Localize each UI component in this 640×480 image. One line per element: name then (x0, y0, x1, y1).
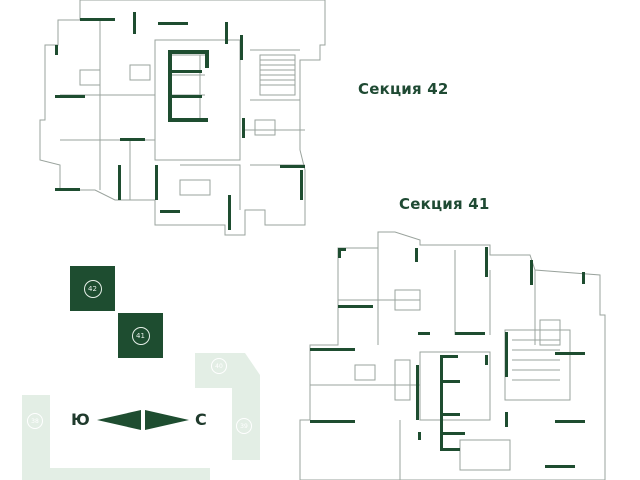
building-38-shape (22, 395, 210, 480)
section-41-label: Секция 41 (399, 195, 490, 213)
building-38-number: 38 (27, 413, 43, 429)
building-39-number: 39 (236, 418, 252, 434)
compass-arrow-left-icon (97, 410, 141, 430)
section-41-walls (310, 247, 585, 468)
section-41-number: 41 (131, 326, 150, 345)
building-40-number: 40 (211, 358, 227, 374)
section-41-plan (299, 231, 606, 480)
section-42-walls (55, 12, 305, 230)
section-42-number: 42 (83, 279, 102, 298)
compass-south-label: Ю (71, 410, 90, 429)
compass-north-label: С (195, 410, 207, 429)
compass-arrows-icon (97, 410, 189, 430)
building-40-shape (195, 353, 260, 460)
section-42-button[interactable]: 42 (70, 266, 115, 311)
compass-arrow-right-icon (145, 410, 189, 430)
section-42-plan (39, 0, 326, 236)
section-42-label: Секция 42 (358, 80, 449, 98)
section-41-button[interactable]: 41 (118, 313, 163, 358)
